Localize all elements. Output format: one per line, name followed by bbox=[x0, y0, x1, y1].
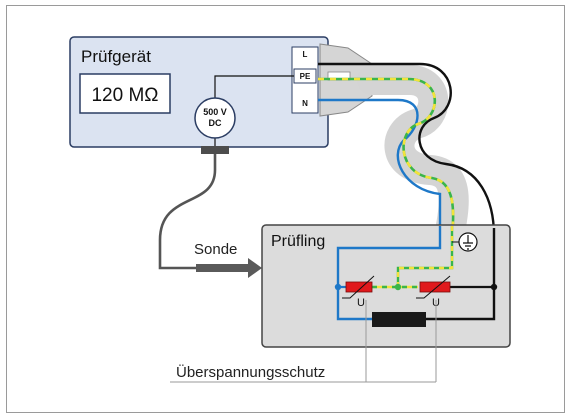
ueberspannungsschutz-label: Überspannungsschutz bbox=[176, 363, 325, 381]
probe-arrow bbox=[196, 258, 262, 278]
varistor-symbol-left: U bbox=[357, 297, 365, 309]
pruefling-title: Prüfling bbox=[271, 233, 325, 250]
dc-source bbox=[194, 97, 236, 139]
junction-mid bbox=[394, 283, 402, 291]
load-resistor bbox=[372, 312, 426, 327]
wire-neutral bbox=[318, 98, 442, 321]
display-value: 120 MΩ bbox=[91, 85, 158, 106]
ground-icon bbox=[452, 232, 478, 252]
socket-label-l: L bbox=[303, 50, 308, 59]
socket-label-n: N bbox=[302, 99, 308, 108]
varistor-icon-right bbox=[416, 275, 451, 299]
pruefgeraet-title: Prüfgerät bbox=[81, 47, 151, 66]
wire-pe-entry-yellow bbox=[396, 226, 454, 287]
varistor-icon-left bbox=[342, 275, 375, 299]
probe-jack bbox=[201, 146, 229, 154]
sonde-label: Sonde bbox=[194, 241, 237, 258]
internal-lead-top bbox=[214, 75, 294, 99]
dc-source-voltage: 500 V bbox=[203, 107, 227, 117]
wire-neutral-entry bbox=[336, 226, 442, 321]
junction-right bbox=[490, 283, 498, 291]
wire-phase-entry bbox=[426, 228, 496, 321]
socket-label-pe: PE bbox=[300, 72, 311, 81]
junction-left bbox=[334, 283, 342, 291]
dc-source-type: DC bbox=[209, 118, 222, 128]
measurement-display bbox=[79, 73, 171, 114]
wire-pe-yellow bbox=[318, 77, 455, 239]
probe-cable bbox=[158, 154, 217, 270]
wire-phase bbox=[318, 62, 496, 289]
